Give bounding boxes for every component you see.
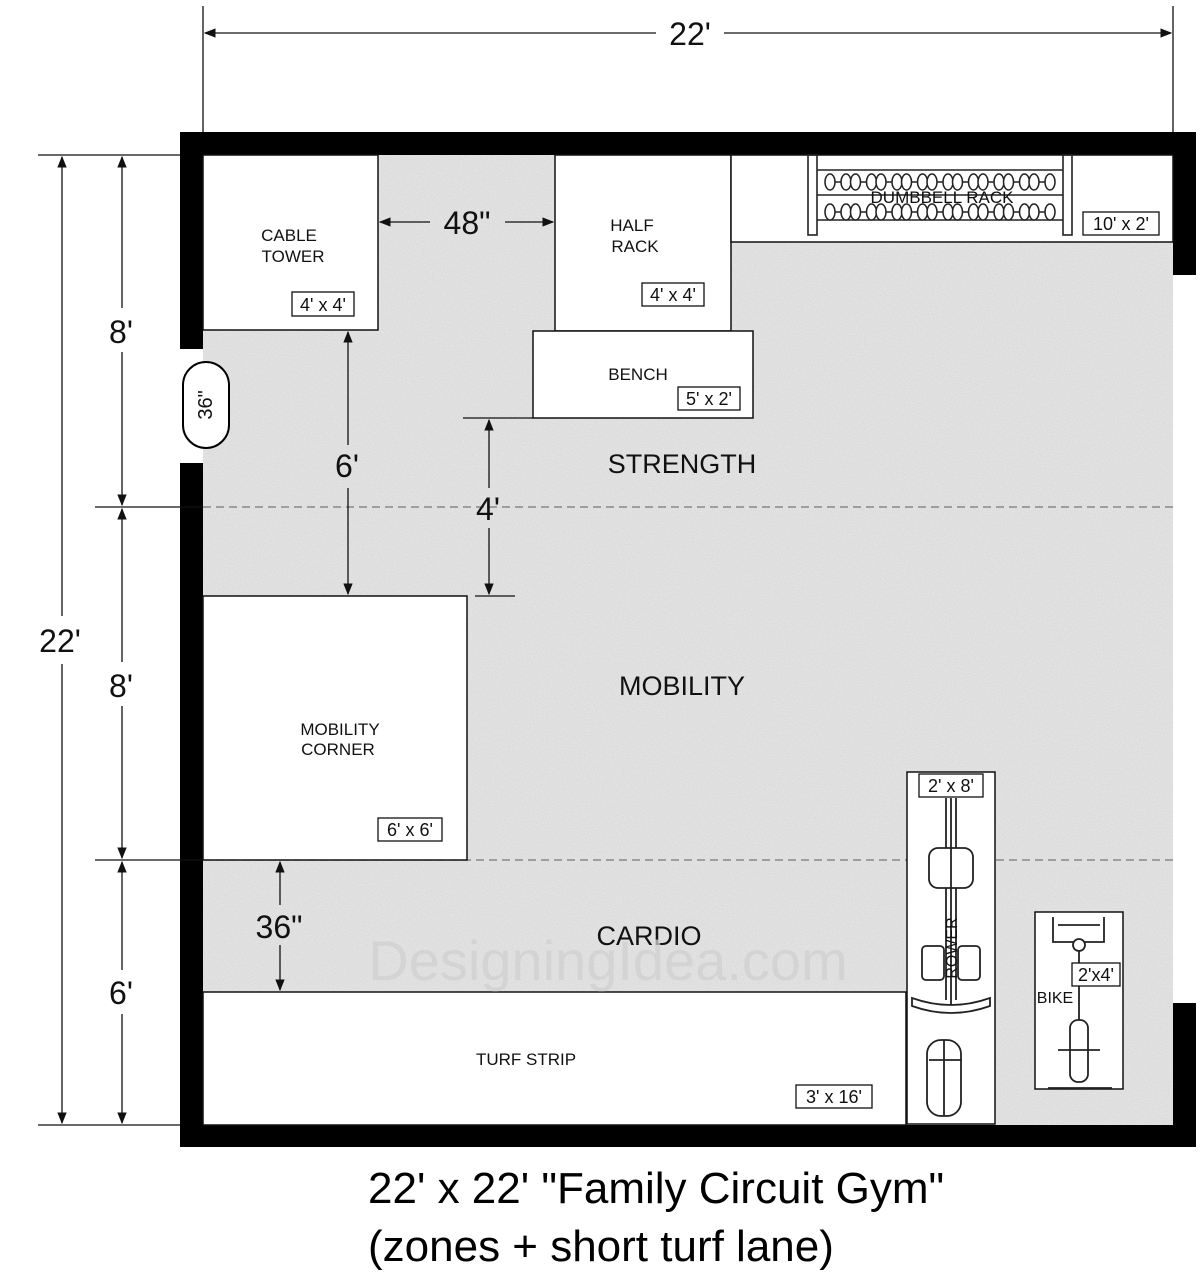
cable-tower-label-2: TOWER — [262, 247, 325, 266]
half-rack-label-1: HALF — [610, 216, 653, 235]
gap-cable-rack-label: 48" — [444, 205, 491, 241]
dumbbell-rack-size: 10' x 2' — [1093, 214, 1149, 234]
dumbbell-weight — [1002, 173, 1015, 191]
dumbbell-weight — [849, 173, 862, 191]
clearance-dimensions — [275, 217, 555, 992]
dumbbell-weight — [840, 173, 852, 191]
cable-tower-size: 4' x 4' — [300, 295, 346, 315]
mobility-corner-label-2: CORNER — [301, 740, 375, 759]
dumbbell-rack-label: DUMBBELL RACK — [871, 188, 1015, 207]
bike-label: BIKE — [1037, 990, 1073, 1007]
dumbbell-weight — [875, 203, 887, 221]
door-opening: 36" — [182, 361, 230, 449]
plan-title: 22' x 22' "Family Circuit Gym" — [368, 1164, 944, 1213]
overall-depth-label: 22' — [39, 623, 81, 659]
overall-depth-dimension — [38, 154, 203, 1126]
turf-strip-label: TURF STRIP — [476, 1050, 576, 1069]
rower-icon — [911, 798, 991, 1117]
dumbbell-weight — [926, 173, 938, 191]
half-rack-size: 4' x 4' — [650, 285, 696, 305]
gap-bench-mobility-label: 4' — [476, 491, 500, 527]
dumbbell-weight — [977, 173, 989, 191]
dumbbell-weight — [824, 203, 836, 221]
rower: 2' x 8' ROWER — [906, 771, 996, 1125]
strength-zone-depth-label: 8' — [109, 314, 133, 350]
dumbbell-weight — [1028, 203, 1040, 221]
rower-size: 2' x 8' — [928, 776, 974, 796]
rower-label: ROWER — [944, 917, 961, 978]
bike-size: 2'x4' — [1078, 965, 1114, 985]
dumbbell-weight — [849, 203, 862, 221]
dumbbell-weight — [824, 173, 836, 191]
plan-subtitle: (zones + short turf lane) — [368, 1222, 834, 1271]
dumbbell-weight — [1044, 173, 1056, 191]
gap-mobility-turf-label: 36" — [256, 909, 303, 945]
turf-strip: TURF STRIP 3' x 16' — [202, 991, 907, 1126]
gap-cable-mobility-label: 6' — [335, 448, 359, 484]
cable-tower: CABLE TOWER 4' x 4' — [202, 154, 379, 331]
overall-width-label: 22' — [669, 16, 711, 52]
half-rack-label-2: RACK — [611, 237, 659, 256]
dumbbell-rack: DUMBBELL RACK 10' x 2' — [730, 154, 1174, 243]
mobility-zone-depth-label: 8' — [109, 668, 133, 704]
half-rack: HALF RACK 4' x 4' — [554, 154, 732, 332]
cardio-zone-depth-label: 6' — [109, 975, 133, 1011]
zone-cardio-label: CARDIO — [596, 921, 701, 951]
mobility-corner-label-1: MOBILITY — [300, 720, 379, 739]
mobility-corner: MOBILITY CORNER 6' x 6' — [202, 595, 468, 861]
walls — [180, 132, 1196, 1147]
cable-tower-label-1: CABLE — [261, 226, 317, 245]
dumbbell-weight — [1044, 203, 1056, 221]
door-width-label: 36" — [195, 390, 217, 419]
overall-width-dimension — [202, 6, 1174, 132]
bench-size: 5' x 2' — [686, 389, 732, 409]
bike-icon — [1048, 917, 1112, 1089]
bench-label: BENCH — [608, 365, 668, 384]
watermark: DesigningIdea.com — [368, 929, 847, 992]
dumbbells-icon — [824, 173, 1056, 221]
dumbbell-weight — [1002, 203, 1015, 221]
zone-strength-label: STRENGTH — [608, 449, 757, 479]
dumbbell-weight — [900, 203, 913, 221]
turf-strip-size: 3' x 16' — [806, 1087, 862, 1107]
bench: BENCH 5' x 2' — [532, 330, 754, 419]
dumbbell-weight — [951, 173, 964, 191]
dumbbell-weight — [951, 203, 964, 221]
dumbbell-rack-frame — [807, 154, 1073, 236]
zone-mobility-label: MOBILITY — [619, 671, 745, 701]
bike: 2'x4' BIKE — [1034, 911, 1124, 1090]
dumbbell-weight — [1018, 173, 1031, 191]
dumbbell-weight — [840, 203, 852, 221]
dumbbell-weight — [1028, 173, 1040, 191]
dumbbell-weight — [900, 173, 913, 191]
mobility-corner-size: 6' x 6' — [387, 820, 433, 840]
dumbbell-weight — [926, 203, 938, 221]
dumbbell-weight — [875, 173, 887, 191]
dumbbell-weight — [1018, 203, 1031, 221]
dumbbell-weight — [977, 203, 989, 221]
